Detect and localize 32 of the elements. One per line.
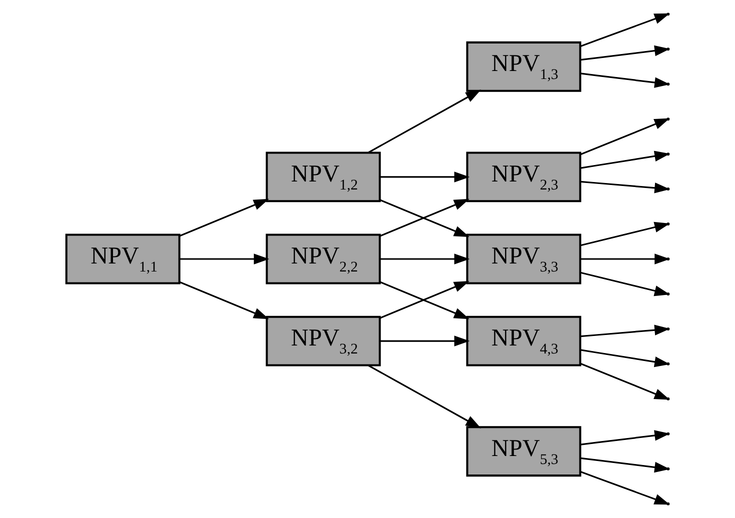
arrow (580, 72, 670, 88)
arrow (580, 45, 670, 61)
node-box: NPV$_{5,3}$ (466, 426, 582, 477)
arrow (580, 362, 670, 400)
node-box: NPV$_{2,3}$ (466, 152, 582, 202)
arrow (580, 457, 670, 473)
arrow (380, 336, 470, 346)
arrow (580, 254, 670, 264)
node-box: NPV$_{1,2}$ (266, 152, 381, 202)
arrow (580, 430, 670, 446)
node-box: NPV$_{2,2}$ (266, 234, 381, 284)
node-box: NPV$_{3,2}$ (266, 316, 381, 366)
arrow (580, 324, 670, 338)
arrow (180, 198, 270, 237)
arrow (580, 349, 670, 368)
arrow (380, 172, 470, 182)
node-box: NPV$_{1,3}$ (466, 41, 582, 92)
node-box: NPV$_{4,3}$ (466, 316, 582, 366)
arrow (580, 471, 670, 505)
arrow (580, 118, 670, 156)
arrow (580, 150, 670, 169)
arrow (580, 180, 670, 194)
node-box: NPV$_{3,3}$ (466, 234, 582, 284)
arrow (368, 364, 482, 428)
arrow (180, 281, 270, 320)
arrow (580, 272, 670, 296)
arrow (368, 90, 482, 154)
node-box: NPV$_{1,1}$ (65, 234, 180, 284)
arrow (580, 13, 670, 47)
arrow (180, 254, 270, 264)
arrow (580, 222, 670, 246)
arrow (380, 254, 470, 264)
